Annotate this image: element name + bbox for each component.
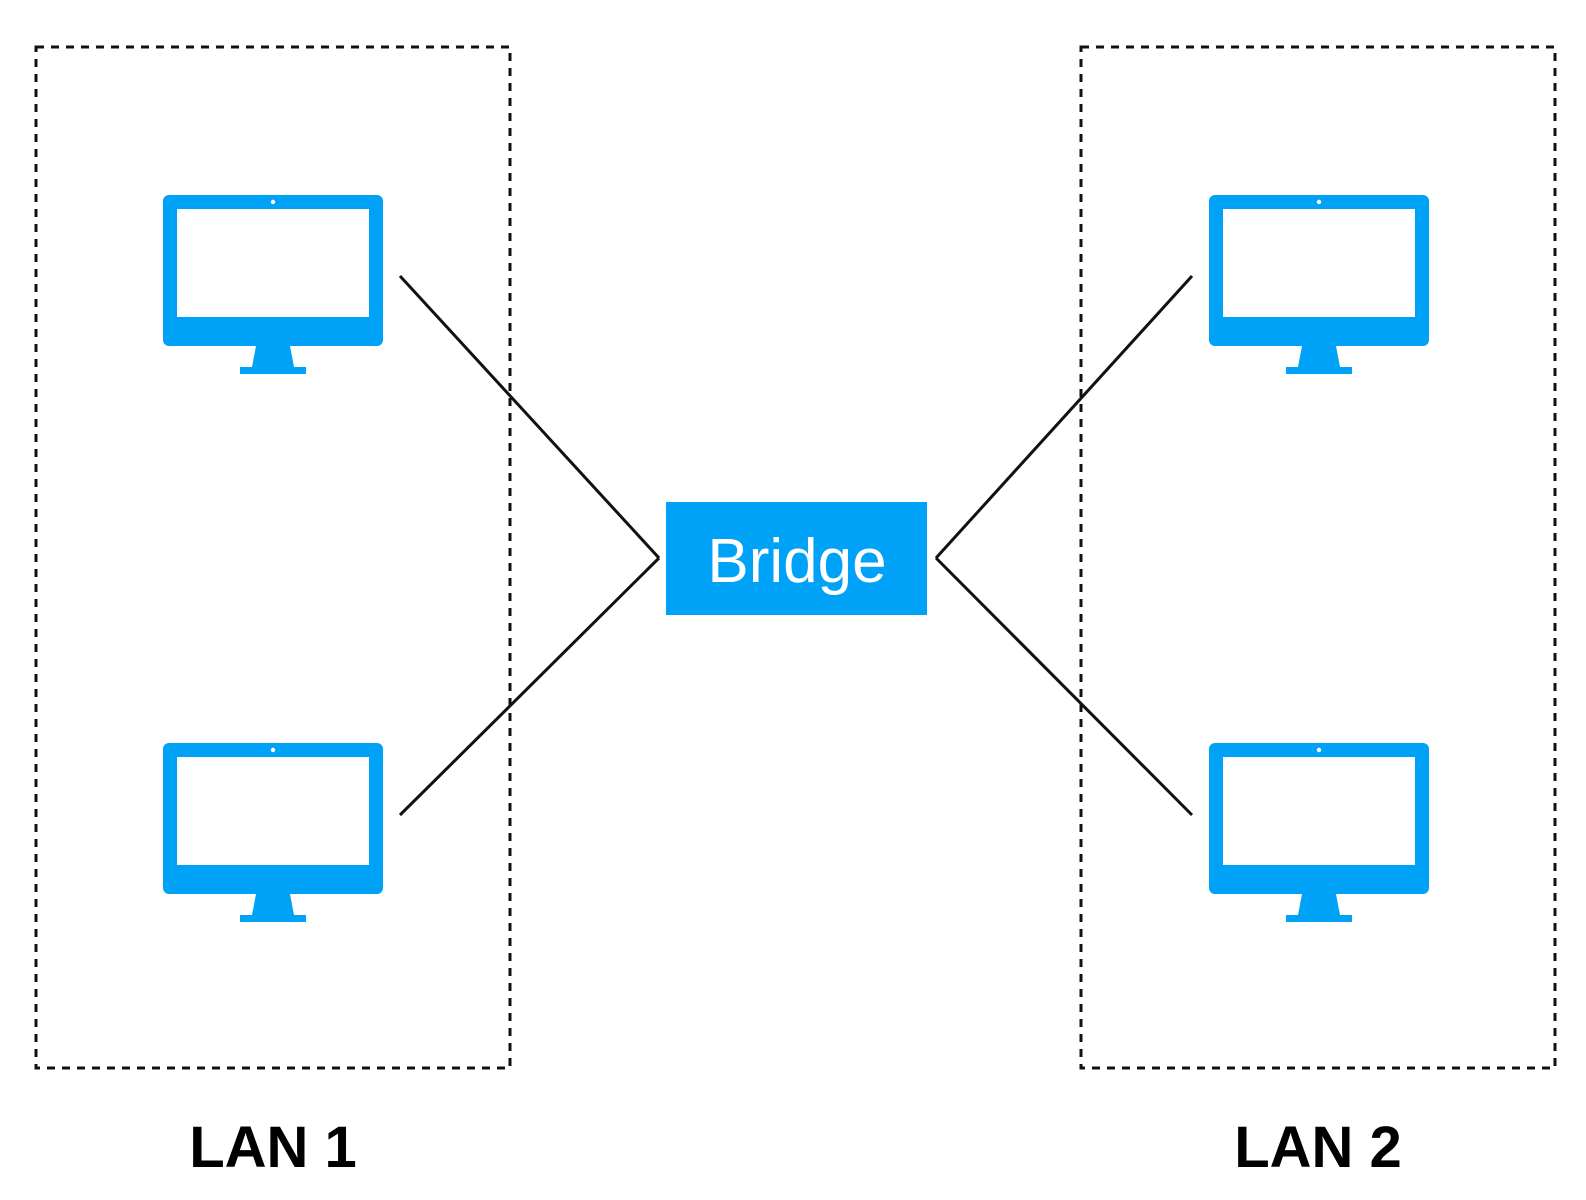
computer-icon [163, 743, 383, 922]
lan-2-boundary [1079, 45, 1557, 1070]
computer-icon [1209, 195, 1429, 374]
lan-1-label: LAN 1 [189, 1115, 357, 1180]
links [398, 274, 1194, 817]
lan-2-label: LAN 2 [1234, 1115, 1402, 1180]
bridge-label: Bridge [707, 527, 886, 596]
computer-icon [1209, 743, 1429, 922]
computer-icon [163, 195, 383, 374]
bridge-node: Bridge [666, 502, 927, 615]
bridge-box [666, 502, 927, 615]
link-lan1-top [398, 274, 661, 560]
lan-1-boundary [34, 45, 512, 1070]
link-lan2-top [934, 274, 1194, 560]
link-lan2-bottom [934, 556, 1194, 817]
link-lan1-bottom [398, 556, 661, 817]
